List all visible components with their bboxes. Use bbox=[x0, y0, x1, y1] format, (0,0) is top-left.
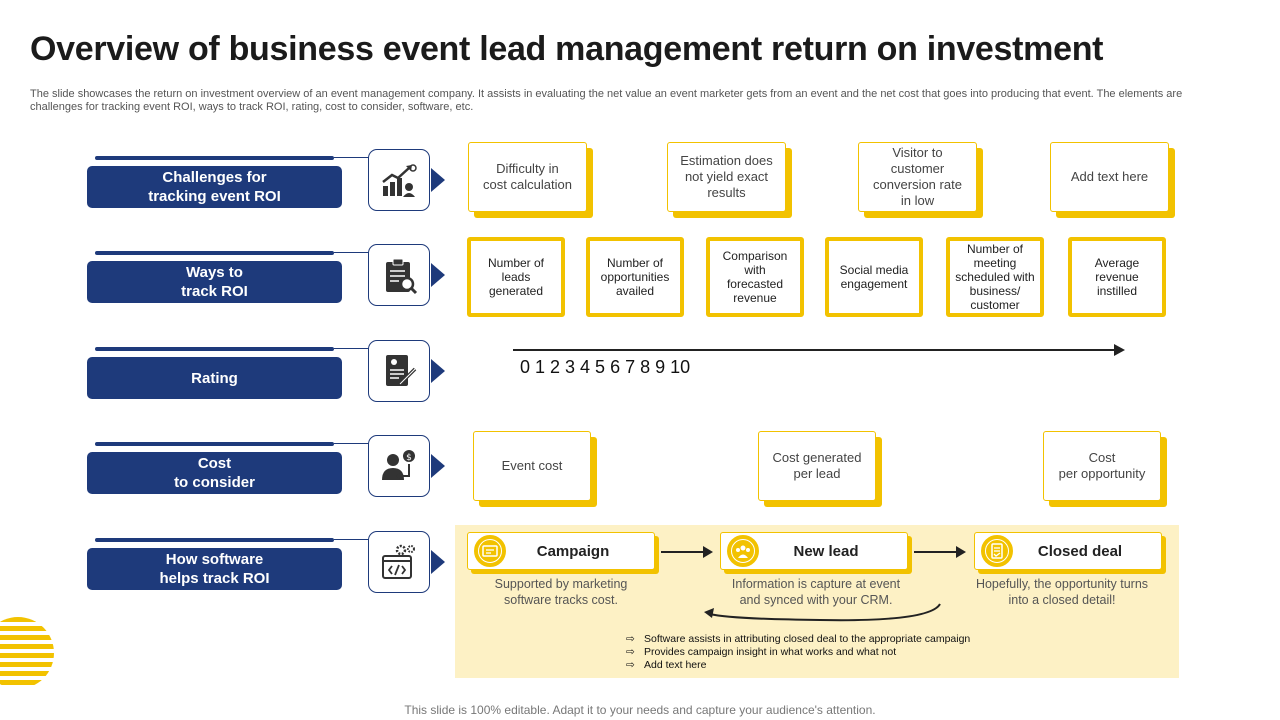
note-item: ⇨Provides campaign insight in what works… bbox=[626, 646, 897, 658]
flow-arrow bbox=[661, 551, 705, 553]
note-item: ⇨Add text here bbox=[626, 659, 707, 671]
growth-chart-icon bbox=[368, 149, 430, 211]
pointer-arrow bbox=[431, 454, 445, 478]
metric-card: Comparison with forecasted revenue bbox=[706, 237, 804, 317]
row-label-rating: Rating bbox=[87, 357, 342, 399]
rating-arrow bbox=[513, 349, 1116, 351]
row-connector bbox=[334, 539, 370, 540]
stage-new-lead: New lead bbox=[720, 532, 908, 570]
challenge-card: Difficulty in cost calculation bbox=[468, 142, 587, 212]
team-icon bbox=[727, 535, 759, 567]
rating-arrow-head bbox=[1114, 344, 1125, 356]
rating-scale: 0 1 2 3 4 5 6 7 8 9 10 bbox=[520, 357, 691, 377]
row-label-challenges: Challenges for tracking event ROI bbox=[87, 166, 342, 208]
cost-card: Event cost bbox=[473, 431, 591, 501]
page-subtitle: The slide showcases the return on invest… bbox=[30, 88, 1183, 113]
challenge-card: Visitor to customer conversion rate in l… bbox=[858, 142, 977, 212]
stage-label: New lead bbox=[793, 542, 859, 560]
flow-arrow-head bbox=[956, 546, 966, 558]
deal-icon bbox=[981, 535, 1013, 567]
row-divider bbox=[95, 251, 334, 255]
arrow-bullet-icon: ⇨ bbox=[626, 633, 635, 645]
row-label-cost: Cost to consider bbox=[87, 452, 342, 494]
row-connector bbox=[334, 252, 370, 253]
cost-card: Cost per opportunity bbox=[1043, 431, 1161, 501]
row-divider bbox=[95, 347, 334, 351]
row-connector bbox=[334, 443, 370, 444]
row-divider bbox=[95, 156, 334, 160]
person-dollar-icon: $ bbox=[368, 435, 430, 497]
metric-card: Number of meeting scheduled with busines… bbox=[946, 237, 1044, 317]
stage-description: Supported by marketing software tracks c… bbox=[494, 577, 628, 607]
row-connector bbox=[334, 157, 370, 158]
pointer-arrow bbox=[431, 263, 445, 287]
row-label-ways: Ways to track ROI bbox=[87, 261, 342, 303]
page-title: Overview of business event lead manageme… bbox=[30, 30, 1104, 68]
footer-note: This slide is 100% editable. Adapt it to… bbox=[404, 703, 876, 717]
stage-campaign: Campaign bbox=[467, 532, 655, 570]
clipboard-search-icon bbox=[368, 244, 430, 306]
row-label-software: How software helps track ROI bbox=[87, 548, 342, 590]
stage-label: Campaign bbox=[536, 542, 610, 560]
document-signature-icon bbox=[368, 340, 430, 402]
software-notes: ⇨Software assists in attributing closed … bbox=[626, 633, 970, 672]
metric-card: Number of leads generated bbox=[467, 237, 565, 317]
pointer-arrow bbox=[431, 359, 445, 383]
stage-label: Closed deal bbox=[1037, 542, 1123, 560]
challenge-card: Estimation does not yield exact results bbox=[667, 142, 786, 212]
svg-text:$: $ bbox=[406, 453, 412, 463]
code-gear-icon bbox=[368, 531, 430, 593]
metric-card: Number of opportunities availed bbox=[586, 237, 684, 317]
flow-arrow-head bbox=[703, 546, 713, 558]
arrow-bullet-icon: ⇨ bbox=[626, 646, 635, 658]
challenge-card: Add text here bbox=[1050, 142, 1169, 212]
campaign-icon bbox=[474, 535, 506, 567]
striped-circle-decoration bbox=[0, 617, 54, 685]
note-item: ⇨Software assists in attributing closed … bbox=[626, 633, 971, 645]
pointer-arrow bbox=[431, 550, 445, 574]
row-divider bbox=[95, 442, 334, 446]
pointer-arrow bbox=[431, 168, 445, 192]
metric-card: Social media engagement bbox=[825, 237, 923, 317]
row-divider bbox=[95, 538, 334, 542]
metric-card: Average revenue instilled bbox=[1068, 237, 1166, 317]
return-arrow bbox=[704, 603, 941, 622]
row-connector bbox=[334, 348, 370, 349]
cost-card: Cost generated per lead bbox=[758, 431, 876, 501]
stage-description: Hopefully, the opportunity turns into a … bbox=[975, 577, 1149, 607]
flow-arrow bbox=[914, 551, 958, 553]
arrow-bullet-icon: ⇨ bbox=[626, 659, 635, 671]
stage-description: Information is capture at event and sync… bbox=[731, 577, 901, 607]
stage-closed-deal: Closed deal bbox=[974, 532, 1162, 570]
